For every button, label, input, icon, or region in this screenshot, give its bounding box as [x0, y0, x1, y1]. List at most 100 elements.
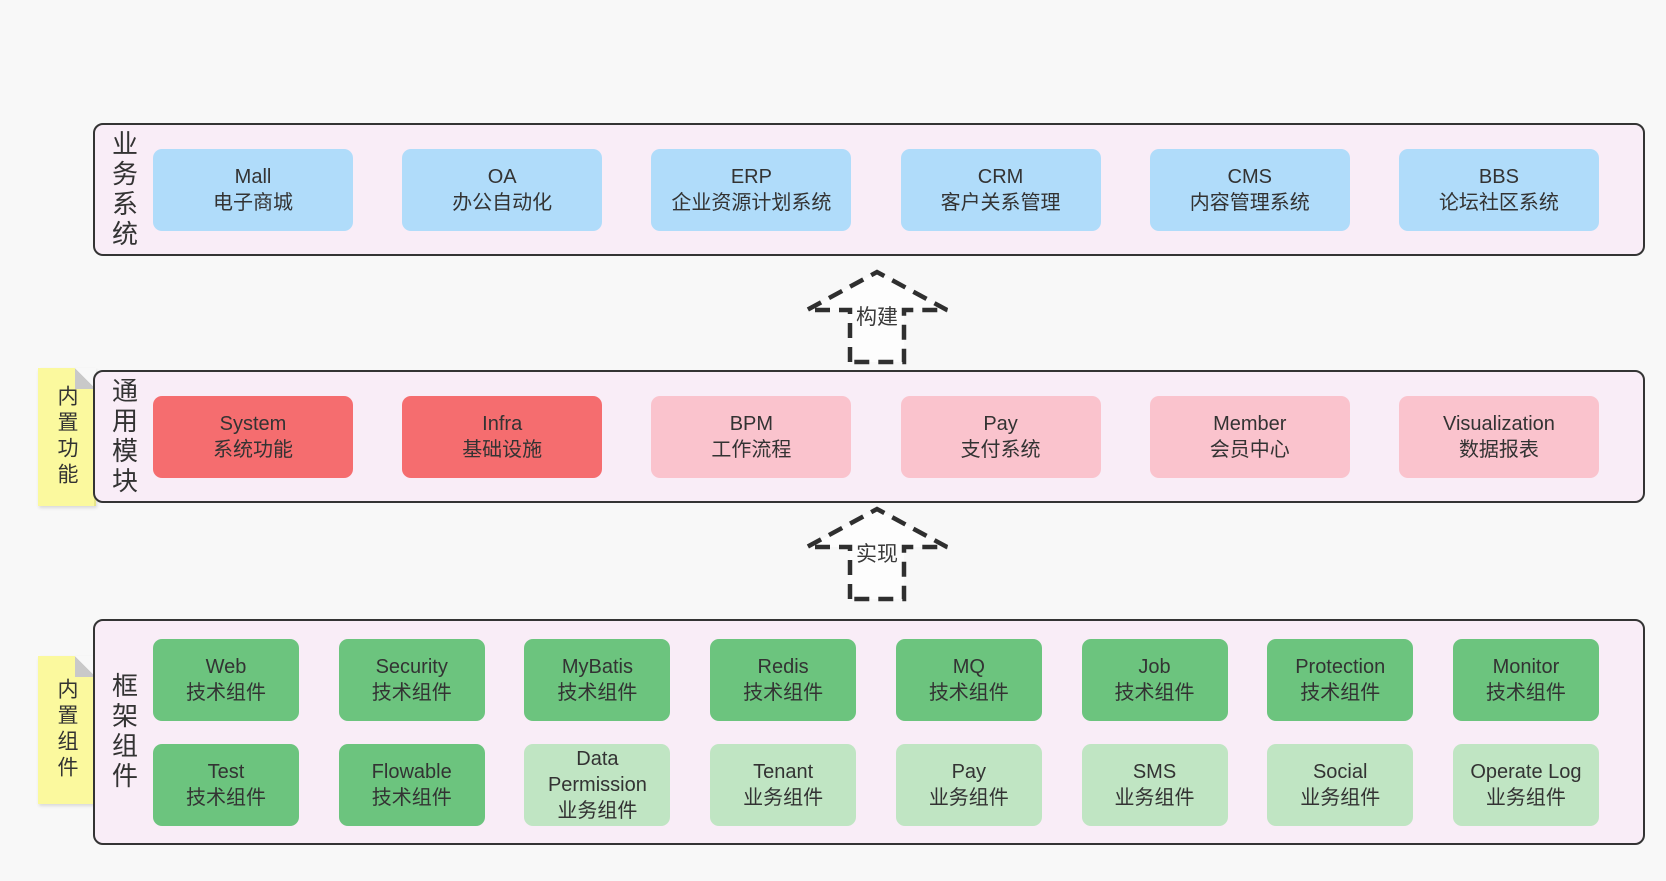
module-box-member: Member 会员中心: [1149, 395, 1350, 478]
module-box-system: System 系统功能: [153, 395, 353, 478]
box-subtitle: 业务组件: [1485, 786, 1566, 809]
component-box-flowable: Flowable 技术组件: [338, 743, 485, 826]
box-subtitle: 内容管理系统: [1189, 191, 1310, 214]
folded-corner-icon: [75, 368, 96, 389]
box-title: Data Permission: [547, 747, 647, 796]
up-arrow-icon: [805, 506, 949, 602]
box-subtitle: 基础设施: [462, 438, 543, 461]
business-box-bbs: BBS 论坛社区系统: [1398, 148, 1599, 231]
box-title: System: [219, 412, 287, 435]
box-title: Operate Log: [1470, 760, 1582, 783]
module-box-bpm: BPM 工作流程: [651, 395, 852, 478]
box-title: CRM: [977, 165, 1024, 188]
sticky-note-builtin-components: 内置组件: [38, 656, 96, 804]
component-box-tenant: Tenant 业务组件: [710, 743, 857, 826]
common-modules-label: 通用模块: [108, 376, 139, 497]
box-subtitle: 客户关系管理: [940, 191, 1061, 214]
box-title: Flowable: [371, 760, 452, 783]
folded-corner-icon: [75, 656, 96, 677]
framework-components-rows: Web 技术组件 Security 技术组件 MyBatis 技术组件 Redi…: [153, 621, 1643, 843]
component-box-web: Web 技术组件: [153, 638, 299, 721]
box-title: ERP: [730, 165, 772, 188]
box-subtitle: 技术组件: [371, 786, 452, 809]
component-box-mybatis: MyBatis 技术组件: [524, 638, 671, 721]
business-box-cms: CMS 内容管理系统: [1149, 148, 1350, 231]
box-subtitle: 技术组件: [186, 681, 266, 704]
box-subtitle: 工作流程: [711, 438, 792, 461]
component-box-mq: MQ 技术组件: [895, 638, 1042, 721]
note-label: 内置功能: [55, 385, 78, 489]
box-title: Visualization: [1442, 412, 1555, 435]
box-subtitle: 系统功能: [213, 438, 293, 461]
component-box-operate-log: Operate Log 业务组件: [1452, 743, 1599, 826]
box-title: Member: [1213, 412, 1287, 435]
box-title: Infra: [482, 412, 523, 435]
framework-components-layer: 框架组件 Web 技术组件 Security 技术组件 MyBatis 技术组件…: [93, 619, 1645, 845]
component-box-monitor: Monitor 技术组件: [1452, 638, 1599, 721]
note-label: 内置组件: [55, 678, 78, 782]
common-modules-row: System 系统功能 Infra 基础设施 BPM 工作流程 Pay 支付系统…: [153, 395, 1643, 478]
box-subtitle: 技术组件: [1485, 681, 1566, 704]
module-box-visualization: Visualization 数据报表: [1398, 395, 1599, 478]
business-systems-layer: 业务系统 Mall 电子商城 OA 办公自动化 ERP 企业资源计划系统 CRM…: [93, 123, 1645, 256]
box-subtitle: 企业资源计划系统: [671, 191, 832, 214]
box-title: Pay: [951, 760, 987, 783]
box-subtitle: 会员中心: [1209, 438, 1290, 461]
business-systems-label: 业务系统: [108, 129, 139, 250]
component-box-pay: Pay 业务组件: [895, 743, 1042, 826]
tech-components-row: Web 技术组件 Security 技术组件 MyBatis 技术组件 Redi…: [153, 638, 1599, 721]
box-title: CMS: [1227, 165, 1272, 188]
box-title: Web: [205, 655, 247, 678]
sticky-note-builtin-features: 内置功能: [38, 368, 96, 506]
box-subtitle: 支付系统: [960, 438, 1041, 461]
box-subtitle: 技术组件: [1300, 681, 1381, 704]
box-title: Job: [1138, 655, 1171, 678]
box-subtitle: 论坛社区系统: [1438, 191, 1559, 214]
box-title: SMS: [1132, 760, 1177, 783]
box-subtitle: 技术组件: [928, 681, 1009, 704]
box-title: Tenant: [753, 760, 814, 783]
framework-components-label: 框架组件: [108, 672, 139, 792]
box-subtitle: 技术组件: [557, 681, 638, 704]
box-title: Protection: [1295, 655, 1386, 678]
box-subtitle: 数据报表: [1458, 438, 1539, 461]
box-title: MyBatis: [561, 655, 633, 678]
business-box-oa: OA 办公自动化: [402, 148, 603, 231]
box-subtitle: 业务组件: [928, 786, 1009, 809]
box-title: BPM: [729, 412, 774, 435]
component-box-job: Job 技术组件: [1081, 638, 1228, 721]
component-box-test: Test 技术组件: [153, 743, 299, 826]
box-title: Mall: [234, 165, 272, 188]
box-title: Redis: [757, 655, 809, 678]
component-box-security: Security 技术组件: [338, 638, 485, 721]
business-components-row: Test 技术组件 Flowable 技术组件 Data Permission …: [153, 743, 1599, 826]
implement-arrow: 实现: [802, 505, 952, 603]
common-modules-layer: 通用模块 System 系统功能 Infra 基础设施 BPM 工作流程 Pay…: [93, 370, 1645, 503]
business-box-erp: ERP 企业资源计划系统: [651, 148, 852, 231]
module-box-pay: Pay 支付系统: [900, 395, 1101, 478]
box-title: Security: [375, 655, 448, 678]
box-subtitle: 业务组件: [1114, 786, 1195, 809]
business-box-mall: Mall 电子商城: [153, 148, 353, 231]
box-subtitle: 办公自动化: [452, 191, 553, 214]
build-arrow: 构建: [802, 268, 952, 366]
box-subtitle: 业务组件: [1300, 786, 1381, 809]
box-title: OA: [487, 165, 517, 188]
component-box-protection: Protection 技术组件: [1267, 638, 1414, 721]
business-box-crm: CRM 客户关系管理: [900, 148, 1101, 231]
box-title: Monitor: [1492, 655, 1560, 678]
box-subtitle: 技术组件: [186, 786, 266, 809]
component-box-redis: Redis 技术组件: [710, 638, 857, 721]
box-subtitle: 业务组件: [743, 786, 824, 809]
business-systems-row: Mall 电子商城 OA 办公自动化 ERP 企业资源计划系统 CRM 客户关系…: [153, 148, 1643, 231]
box-title: Test: [207, 760, 245, 783]
box-subtitle: 技术组件: [743, 681, 824, 704]
up-arrow-icon: [805, 269, 949, 365]
component-box-data-permission: Data Permission 业务组件: [524, 743, 671, 826]
box-subtitle: 技术组件: [371, 681, 452, 704]
module-box-infra: Infra 基础设施: [402, 395, 603, 478]
box-title: Social: [1312, 760, 1368, 783]
build-arrow-label: 构建: [856, 306, 898, 329]
box-title: Pay: [983, 412, 1018, 435]
